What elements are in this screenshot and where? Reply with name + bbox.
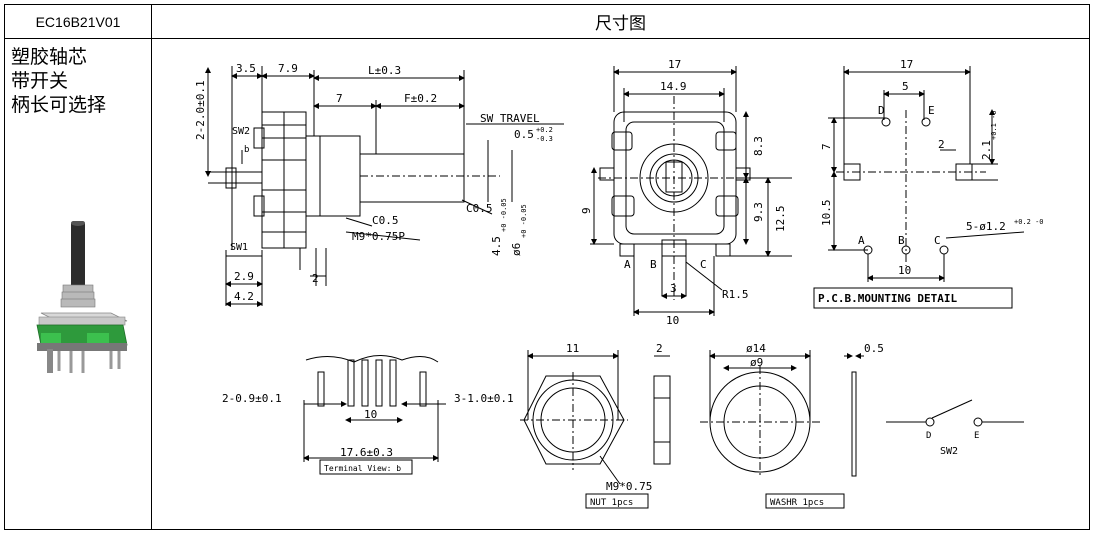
sw1-label: SW1	[230, 242, 248, 253]
description-line-3: 柄长可选择	[11, 94, 107, 116]
front-dim-3: 3	[670, 282, 677, 295]
drawing-title: 尺寸图	[152, 5, 1089, 39]
pcb-view	[813, 66, 1025, 309]
pcb-holes: 5-ø1.2	[966, 220, 1006, 233]
pcb-c: C	[934, 234, 941, 247]
dim-7: 7	[336, 92, 343, 105]
shaft-d1: 4.5	[490, 236, 503, 256]
sw-travel-value: 0.5	[514, 128, 534, 141]
switch-labels: D E SW2	[926, 431, 979, 457]
terminal-ten: 10	[364, 408, 377, 421]
pcb-w5: 5	[902, 80, 909, 93]
pcb-d: D	[878, 104, 885, 117]
pcb-e: E	[928, 104, 935, 117]
nut-width: 11	[566, 342, 579, 355]
front-view	[590, 66, 792, 316]
front-h8-3: 8.3	[752, 136, 765, 156]
front-pin-b: B	[650, 258, 657, 271]
front-h12-5: 12.5	[774, 206, 787, 233]
pcb-holes-tol: +0.2 -0	[1014, 218, 1044, 226]
shaft-d2-tol: +0 -0.05	[520, 204, 528, 238]
sw-travel-tol-minus: -0.3	[536, 135, 553, 143]
washer-inner: ø9	[750, 356, 763, 369]
side-view-labels: 3.5 7.9 L±0.3 7 F±0.2 SW TRAVEL 0.5 +0.2…	[194, 62, 553, 303]
switch-symbol	[886, 399, 1024, 427]
part-number: EC16B21V01	[5, 5, 152, 39]
pcb-w17: 17	[900, 58, 913, 71]
dim-length: L±0.3	[368, 64, 401, 77]
thread-label: M9*0.75P	[352, 230, 405, 243]
pcb-two: 2	[938, 138, 945, 151]
dim-flat: F±0.2	[404, 92, 437, 105]
front-h9-3: 9.3	[752, 202, 765, 222]
nut-caption: NUT 1pcs	[590, 498, 633, 508]
pcb-w10: 10	[898, 264, 911, 277]
chamfer-1: C0.5	[372, 214, 399, 227]
terminal-view-labels: 2-0.9±0.1 3-1.0±0.1 10 17.6±0.3 Terminal…	[222, 392, 514, 473]
pcb-a: A	[858, 234, 865, 247]
product-description: 塑胶轴芯 带开关 柄长可选择	[11, 45, 106, 117]
encoder-photo	[36, 221, 128, 373]
pcb-h10-5: 10.5	[820, 200, 833, 227]
front-r1-5: R1.5	[722, 288, 749, 301]
nut-thread: M9*0.75	[606, 480, 652, 493]
description-line-1: 塑胶轴芯	[11, 46, 88, 68]
dim-4-2: 4.2	[234, 290, 254, 303]
shaft-d2: ø6	[510, 243, 523, 256]
switch-e: E	[974, 431, 979, 441]
sw-travel-tol-plus: +0.2	[536, 126, 553, 134]
dim-2-9: 2.9	[234, 270, 254, 283]
washer-labels: ø14 ø9 0.5 WASHR 1pcs	[746, 342, 884, 508]
terminal-left: 2-0.9±0.1	[222, 392, 282, 405]
front-dim-10: 10	[666, 314, 679, 327]
washer-thick: 0.5	[864, 342, 884, 355]
nut-thick: 2	[656, 342, 663, 355]
pcb-seven: 7	[820, 143, 833, 150]
shaft-d1-tol: +0 -0.05	[500, 198, 508, 232]
front-pin-c: C	[700, 258, 707, 271]
drawing-frame: EC16B21V01 尺寸图 塑胶轴芯 带开关 柄长可选择	[4, 4, 1090, 530]
washer-drawing	[700, 350, 864, 509]
pcb-h2-1: 2.1	[980, 140, 993, 160]
terminal-right: 3-1.0±0.1	[454, 392, 514, 405]
switch-label: SW2	[940, 446, 958, 457]
b-label: b	[244, 145, 249, 155]
washer-outer: ø14	[746, 342, 766, 355]
sw2-label: SW2	[232, 126, 250, 137]
sw-travel-label: SW TRAVEL	[480, 112, 540, 125]
washer-caption: WASHR 1pcs	[770, 498, 824, 508]
description-column: 塑胶轴芯 带开关 柄长可选择	[5, 39, 152, 529]
pcb-h2-1-tol: +0.1 -0	[990, 110, 998, 140]
terminal-caption: Terminal View: b	[324, 464, 401, 473]
pcb-caption: P.C.B.MOUNTING DETAIL	[818, 292, 957, 305]
pcb-b: B	[898, 234, 905, 247]
description-line-2: 带开关	[11, 70, 69, 92]
terminal-view	[303, 355, 446, 475]
switch-d: D	[926, 431, 931, 441]
nut-drawing	[520, 350, 671, 509]
front-h9: 9	[580, 207, 593, 214]
front-w14-9: 14.9	[660, 80, 687, 93]
front-view-labels: 17 14.9 8.3 9 9.3 12.5 A B C 3 R1.5 10	[580, 58, 787, 327]
dim-3-5: 3.5	[236, 62, 256, 75]
dim-2: 2	[312, 272, 319, 285]
pcb-view-labels: 17 5 D E 7 2 2.1 +0.1 -0 10.5 A B C 5-ø1…	[818, 58, 1044, 305]
side-view	[205, 66, 564, 307]
dim-7-9: 7.9	[278, 62, 298, 75]
front-w17: 17	[668, 58, 681, 71]
terminal-overall: 17.6±0.3	[340, 446, 393, 459]
front-pin-a: A	[624, 258, 631, 271]
chamfer-2: C0.5	[466, 202, 493, 215]
nut-labels: 11 2 M9*0.75 NUT 1pcs	[566, 342, 663, 508]
mount-label: 2-2.0±0.1	[194, 80, 207, 140]
